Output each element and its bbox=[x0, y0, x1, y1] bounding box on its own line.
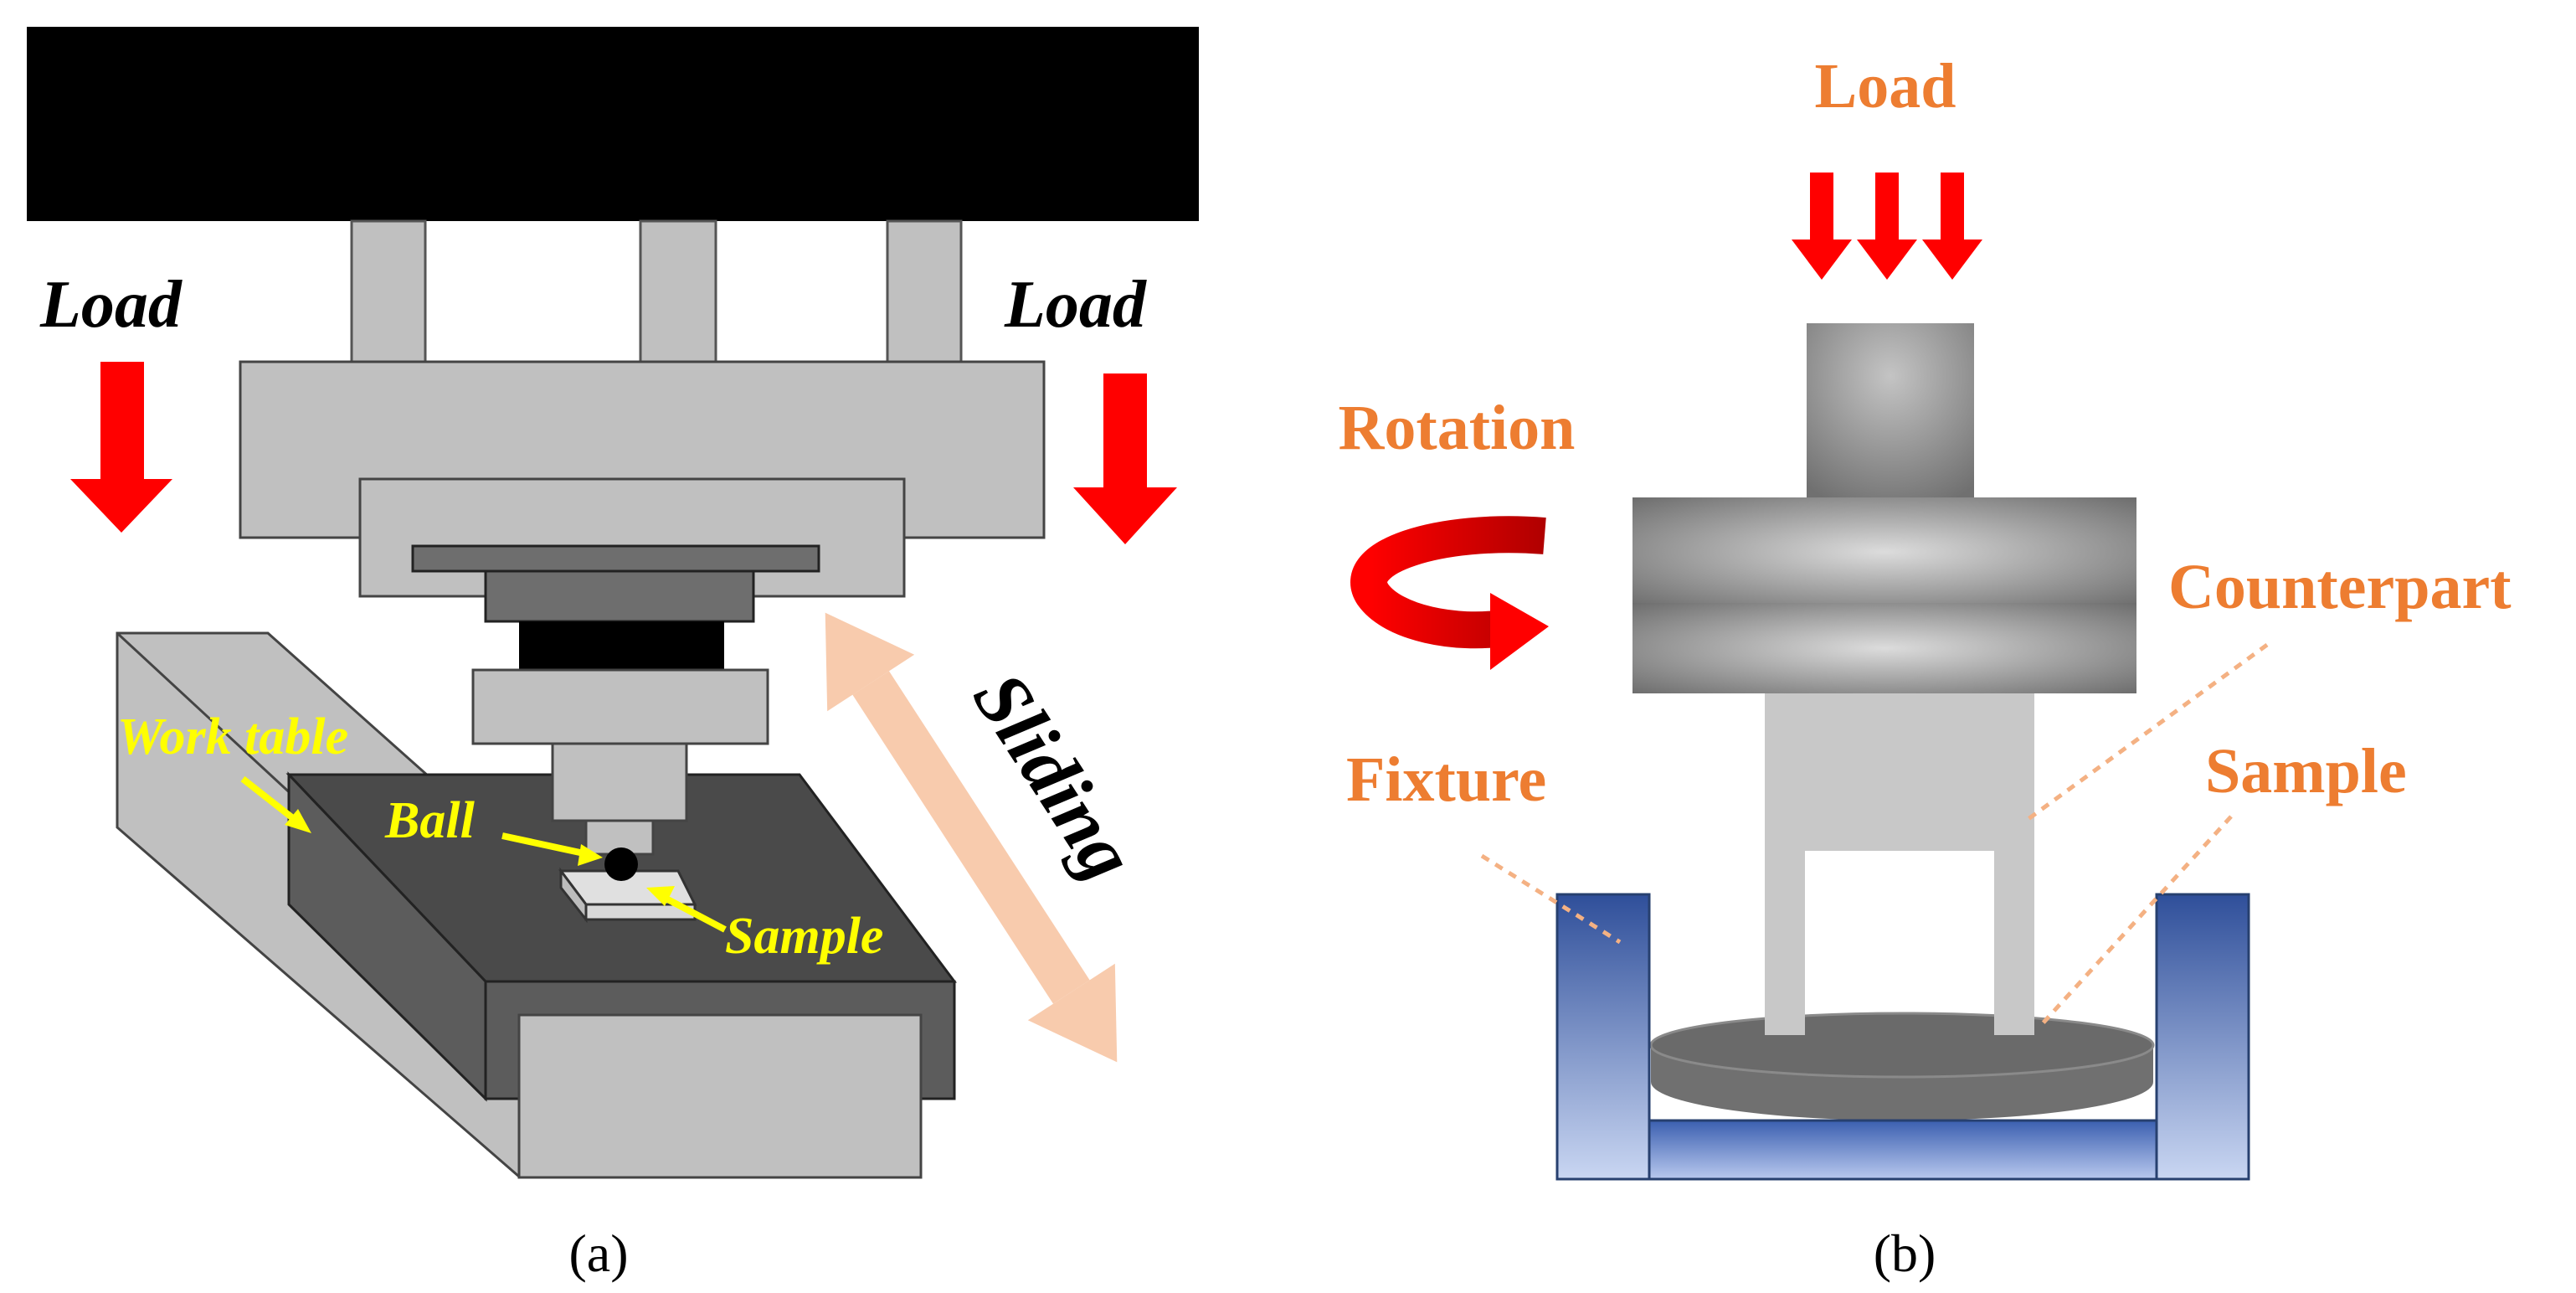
counterpart-leader bbox=[2024, 642, 2269, 823]
caption-b: (b) bbox=[1874, 1223, 1936, 1283]
holder-dark-1 bbox=[484, 569, 755, 623]
counterpart-leg-right bbox=[1994, 851, 2034, 1035]
column-right bbox=[886, 219, 963, 365]
load-label-left: Load bbox=[39, 268, 183, 342]
sample-disc-top bbox=[1649, 1012, 2155, 1079]
spindle-body-lower bbox=[1632, 603, 2136, 693]
sliding-arrow bbox=[825, 612, 1118, 1063]
load-arrow-right bbox=[1073, 373, 1177, 544]
fixture-right bbox=[2155, 893, 2250, 1181]
ball bbox=[604, 847, 638, 881]
sample-label-b: Sample bbox=[2205, 736, 2407, 806]
rotation-arrow bbox=[1350, 516, 1549, 670]
caption-a: (a) bbox=[568, 1223, 628, 1283]
rotation-label: Rotation bbox=[1339, 393, 1576, 463]
base-rail-front-lower bbox=[517, 1013, 923, 1179]
spindle-top bbox=[1807, 323, 1974, 499]
panel-a: Load Load Sliding Work table Ball Sample… bbox=[27, 27, 1199, 1283]
fixture-leader bbox=[1480, 853, 1622, 945]
load-arrows-b bbox=[1792, 173, 1982, 280]
counterpart-upper bbox=[1765, 693, 2034, 851]
fixture-left bbox=[1555, 893, 1651, 1181]
load-label-right: Load bbox=[1004, 268, 1147, 342]
counterpart-label: Counterpart bbox=[2168, 552, 2512, 622]
holder-plate bbox=[411, 544, 820, 573]
counterpart-leg-left bbox=[1765, 851, 1805, 1035]
load-arrow-left bbox=[70, 362, 172, 533]
ball-holder-block bbox=[471, 668, 769, 745]
load-label-b: Load bbox=[1815, 51, 1956, 121]
sample-label-a: Sample bbox=[725, 908, 883, 965]
holder-black bbox=[519, 621, 724, 672]
ball-label: Ball bbox=[384, 792, 476, 849]
ball-pointer bbox=[501, 832, 589, 858]
spindle-body-upper bbox=[1632, 497, 2136, 606]
panel-b: Load Rotation Counterpart Fixture Samp bbox=[1339, 51, 2512, 1283]
work-table-label: Work table bbox=[117, 708, 348, 765]
column-center bbox=[639, 219, 717, 365]
ball-holder-shaft bbox=[551, 742, 688, 822]
top-beam bbox=[27, 27, 1199, 221]
column-left bbox=[350, 219, 427, 365]
sample-pointer-a bbox=[660, 893, 727, 933]
fixture-label: Fixture bbox=[1346, 744, 1546, 815]
fixture-bottom bbox=[1648, 1119, 2158, 1181]
